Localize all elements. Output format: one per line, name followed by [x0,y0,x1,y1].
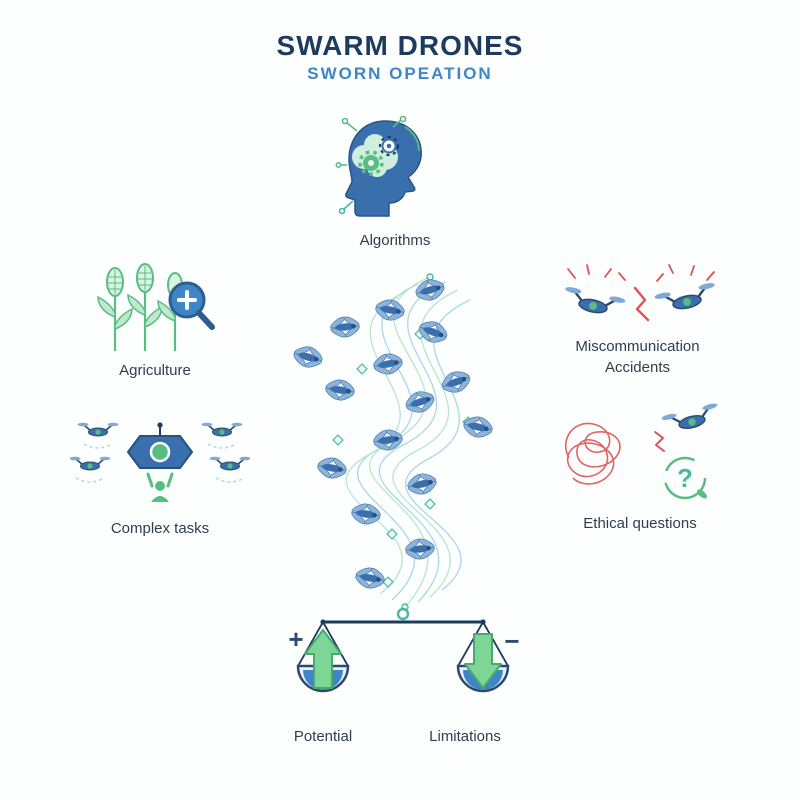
miscommunication-label-line2: Accidents [604,359,671,376]
drones-lifting-icon [70,421,250,502]
page-title: SWARM DRONES [276,30,524,61]
page-subtitle: SWORN OPEATION [307,64,493,83]
algorithms-label: Algorithms [359,232,431,249]
crops-magnifier-icon [97,263,215,351]
complex-tasks-label: Complex tasks [110,520,210,537]
question-mark: ? [677,463,693,493]
miscommunication-label-line1: Miscommunication [575,338,700,355]
drones-collision-icon [560,264,720,322]
minus-symbol: − [504,626,519,656]
brain-gears-icon [335,115,422,217]
ethical-questions-label: Ethical questions [583,515,697,532]
limitations-label: Limitations [429,728,501,745]
plus-symbol: + [288,624,303,654]
agriculture-label: Agriculture [119,362,191,379]
miscommunication-label: Miscommunication Accidents [545,336,730,378]
potential-label: Potential [293,728,353,745]
tangle-question-icon: ? [564,401,723,500]
balance-scale-icon: + − [288,607,520,693]
drone-swarm-flow-icon [289,273,497,611]
